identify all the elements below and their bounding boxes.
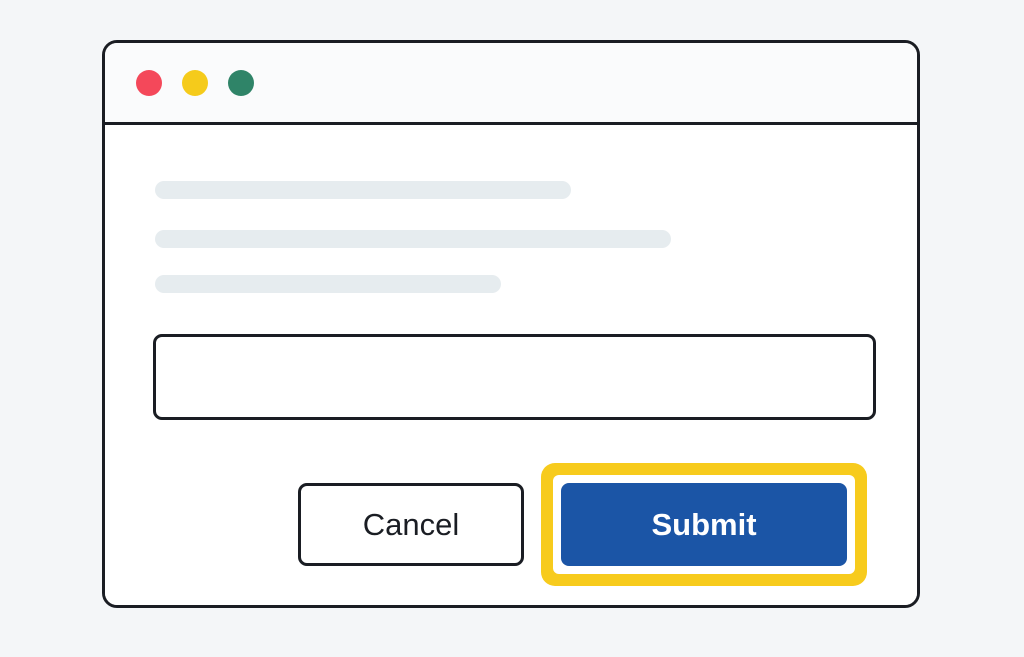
window-controls [136, 69, 254, 96]
submit-highlight-ring: Submit [541, 463, 867, 586]
submit-button[interactable]: Submit [561, 483, 847, 566]
window-titlebar [105, 43, 917, 125]
window-content: Cancel Submit [105, 125, 917, 605]
minimize-dot-icon[interactable] [182, 69, 208, 96]
submit-highlight-gap: Submit [553, 475, 855, 574]
skeleton-line [155, 181, 571, 199]
close-dot-icon[interactable] [136, 69, 162, 96]
dialog-action-row: Cancel Submit [298, 463, 867, 586]
cancel-button[interactable]: Cancel [298, 483, 524, 566]
text-input-field[interactable] [153, 334, 876, 420]
skeleton-line [155, 275, 501, 293]
skeleton-placeholder-group [155, 181, 671, 293]
skeleton-line [155, 230, 671, 248]
app-window: Cancel Submit [102, 40, 920, 608]
maximize-dot-icon[interactable] [228, 69, 254, 96]
